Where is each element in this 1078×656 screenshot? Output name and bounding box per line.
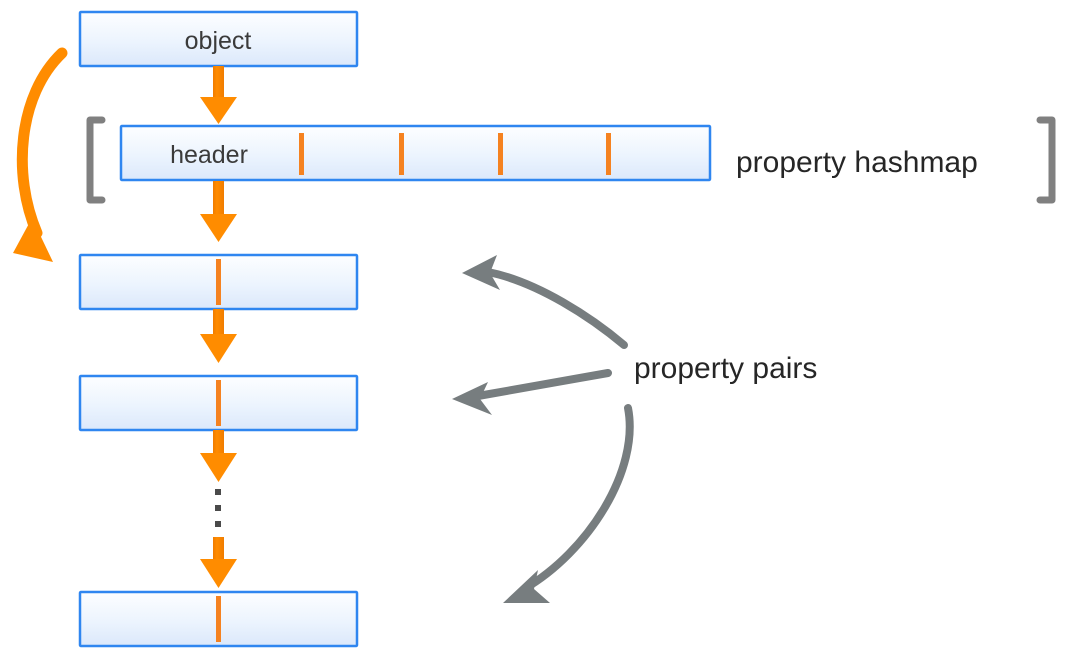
object-label: object [185, 27, 252, 55]
arrow-object-to-header [200, 66, 237, 124]
object-to-pair-curved-arrow [13, 47, 68, 262]
property-pairs-arrow-upper [462, 255, 628, 349]
property-pair-divider [216, 380, 221, 426]
header-box[interactable] [119, 124, 712, 182]
property-hashmap-label: property hashmap [736, 146, 978, 179]
property-pairs-arrow-lower [503, 404, 634, 603]
property-pair-divider [216, 259, 221, 305]
arrow-pair2-to-ellipsis [200, 430, 237, 482]
property-pair-divider [216, 596, 221, 642]
arrow-pair1-to-pair2 [200, 309, 237, 363]
arrow-header-to-pair1 [200, 181, 237, 242]
vertical-ellipsis [215, 489, 221, 527]
property-pair-node-3[interactable] [78, 590, 359, 648]
header-label: header [170, 141, 248, 169]
property-pair-node-1[interactable] [78, 253, 359, 311]
property-pair-node-2[interactable] [78, 374, 359, 432]
property-hashmap-row[interactable]: header [119, 124, 712, 182]
property-hashmap-left-bracket [86, 116, 106, 204]
property-hashmap-right-bracket [1036, 116, 1056, 204]
object-node[interactable]: object [78, 10, 359, 68]
arrow-ellipsis-to-pair3 [200, 537, 237, 588]
property-pairs-arrow-middle [452, 369, 612, 415]
hashmap-slot-dividers [299, 133, 611, 175]
property-pairs-label: property pairs [634, 352, 817, 385]
